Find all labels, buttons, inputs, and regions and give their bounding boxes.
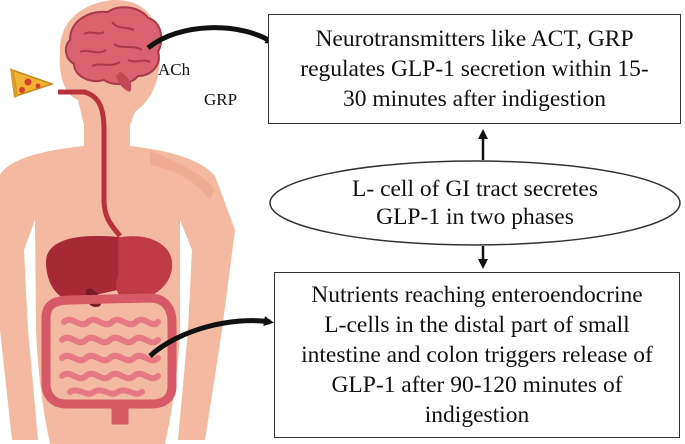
bottom-box-line: intestine and colon triggers release of xyxy=(301,342,653,368)
ellipse-text: L- cell of GI tract secretes GLP-1 in tw… xyxy=(270,160,680,246)
top-box-line: regulates GLP-1 secretion within 15- xyxy=(300,56,649,82)
pizza-slice-icon xyxy=(10,68,55,98)
top-box-line: 30 minutes after indigestion xyxy=(342,86,607,112)
brain-to-top-box-arrow xyxy=(146,25,276,50)
bottom-box-text: Nutrients reaching enteroendocrine L-cel… xyxy=(301,280,653,430)
ellipse-line: L- cell of GI tract secretes xyxy=(352,176,598,202)
intestine-to-bottom-box-arrow xyxy=(148,316,274,358)
brain-icon xyxy=(64,6,163,92)
bottom-box-line: indigestion xyxy=(424,402,530,428)
bottom-box-line: Nutrients reaching enteroendocrine xyxy=(311,282,643,308)
top-box-line: Neurotransmitters like ACT, GRP xyxy=(315,26,634,52)
digestive-tract-icon xyxy=(41,89,177,425)
bottom-box-line: GLP-1 after 90-120 minutes of xyxy=(331,372,623,398)
bottom-info-box: Nutrients reaching enteroendocrine L-cel… xyxy=(274,272,680,438)
top-info-box: Neurotransmitters like ACT, GRP regulate… xyxy=(268,14,681,124)
bottom-box-line: L-cells in the distal part of small xyxy=(324,312,630,338)
central-ellipse xyxy=(269,160,681,246)
grp-label: GRP xyxy=(204,90,238,109)
ellipse-line: GLP-1 in two phases xyxy=(376,204,574,230)
top-box-text: Neurotransmitters like ACT, GRP regulate… xyxy=(300,24,649,114)
ach-label: ACh xyxy=(158,60,191,79)
